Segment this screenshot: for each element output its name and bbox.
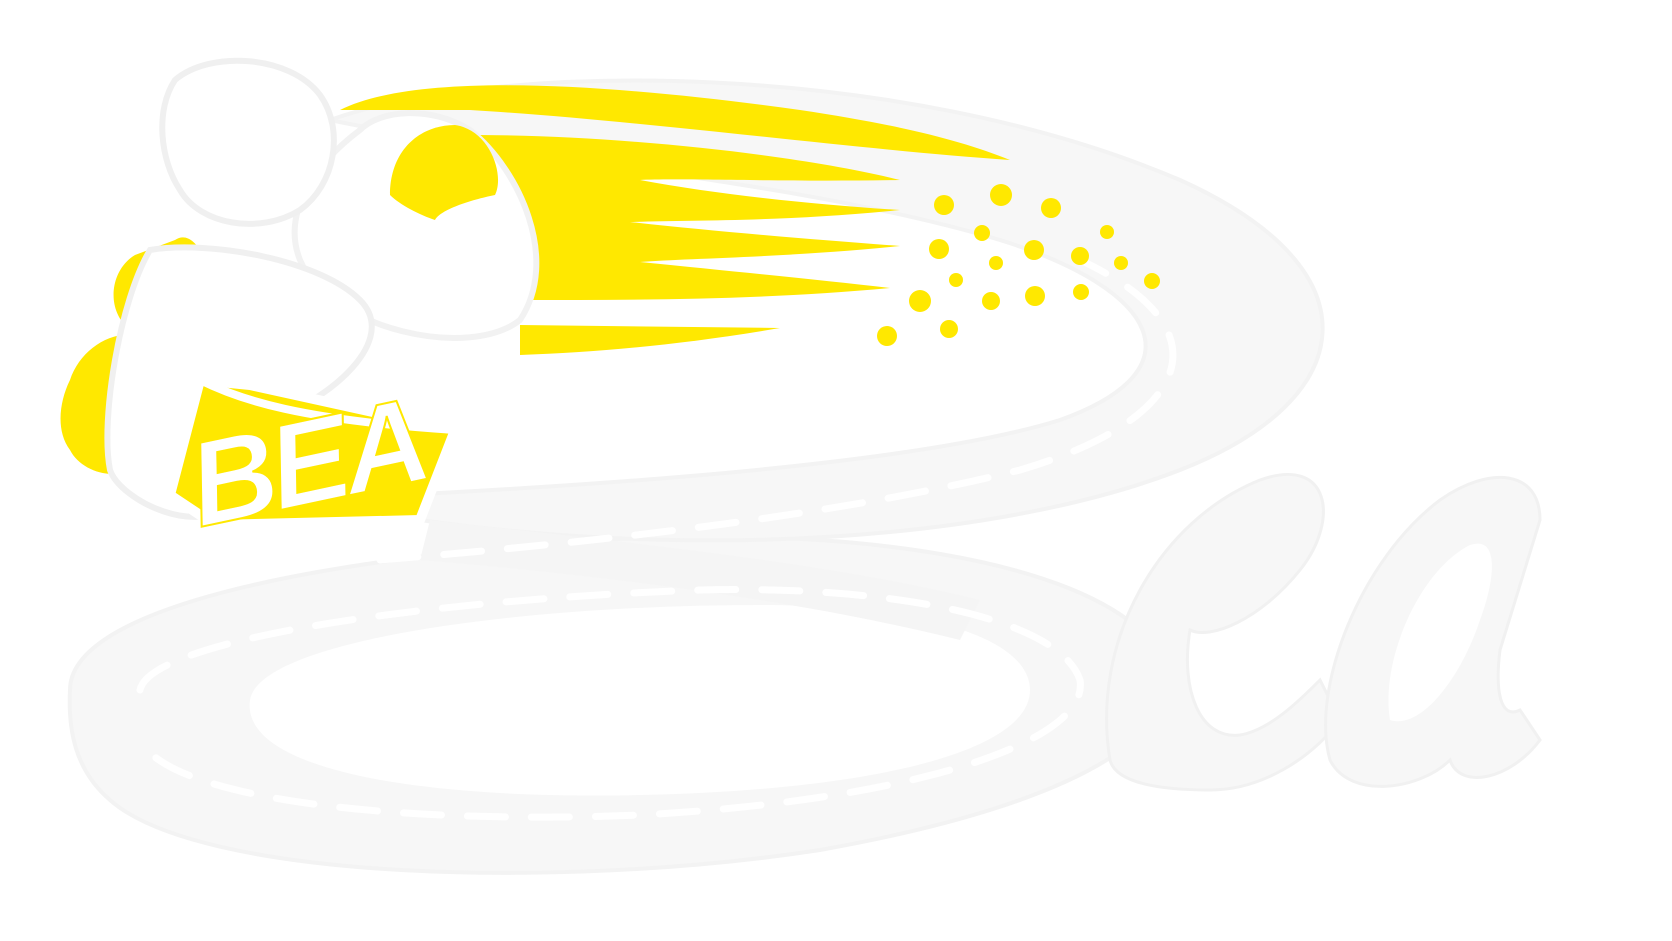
speeding-bee-mascot-icon (60, 57, 1160, 531)
road-wordmark-icon (67, 78, 1542, 875)
